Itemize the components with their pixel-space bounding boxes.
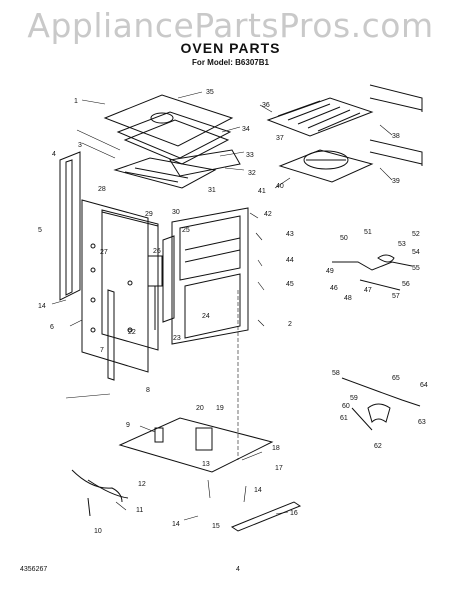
callout-50: 50 xyxy=(340,235,348,242)
callout-42: 42 xyxy=(264,211,272,218)
callout-48: 48 xyxy=(344,295,352,302)
bottom-base xyxy=(118,417,274,473)
callout-22: 22 xyxy=(128,329,136,336)
callout-64: 64 xyxy=(420,382,428,389)
callout-34: 34 xyxy=(242,126,250,133)
ignitor-detail-upper xyxy=(332,254,413,291)
callout-63: 63 xyxy=(418,419,426,426)
callout-31: 31 xyxy=(208,187,216,194)
callout-16: 16 xyxy=(290,510,298,517)
diagram-title: OVEN PARTS xyxy=(180,40,281,56)
callout-24: 24 xyxy=(202,313,210,320)
callout-28: 28 xyxy=(98,186,106,193)
callout-4: 4 xyxy=(52,151,56,158)
callout-30: 30 xyxy=(172,209,180,216)
callout-47: 47 xyxy=(364,287,372,294)
callout-19: 19 xyxy=(216,405,224,412)
callout-56: 56 xyxy=(402,281,410,288)
callout-23: 23 xyxy=(173,335,181,342)
callout-44: 44 xyxy=(286,257,294,264)
broiler-pan xyxy=(278,149,374,183)
callout-9: 9 xyxy=(126,422,130,429)
callout-18: 18 xyxy=(272,445,280,452)
callout-3: 3 xyxy=(78,142,82,149)
callout-11: 11 xyxy=(136,507,143,514)
callout-25: 25 xyxy=(182,227,190,234)
callout-36: 36 xyxy=(262,102,270,109)
callout-49: 49 xyxy=(326,268,334,275)
insulation-plate xyxy=(101,209,159,351)
callout-13: 13 xyxy=(202,461,210,468)
callout-26: 26 xyxy=(153,248,161,255)
callout-46: 46 xyxy=(330,285,338,292)
callout-29: 29 xyxy=(145,211,153,218)
oven-rack xyxy=(266,97,374,137)
cabinet-side-panel xyxy=(81,199,149,373)
callout-27: 27 xyxy=(100,249,108,256)
top-panel xyxy=(103,94,234,165)
callout-35: 35 xyxy=(206,89,214,96)
side-bracket xyxy=(107,289,115,381)
valve-assembly xyxy=(147,255,163,330)
callout-32: 32 xyxy=(248,170,256,177)
callout-38: 38 xyxy=(392,133,400,140)
page-number: 4 xyxy=(236,566,240,573)
callout-15: 15 xyxy=(212,523,220,530)
callout-8: 8 xyxy=(146,387,150,394)
callout-43: 43 xyxy=(286,231,294,238)
drawer-rail xyxy=(230,501,302,532)
document-number: 4356267 xyxy=(20,566,48,573)
watermark: AppliancePartsPros.com xyxy=(27,6,434,45)
callout-52: 52 xyxy=(412,231,420,238)
callout-10: 10 xyxy=(94,528,102,535)
callout-1: 1 xyxy=(74,98,78,105)
callout-51: 51 xyxy=(364,229,372,236)
callout-labels: 1 2 3 4 5 6 7 8 9 10 11 12 13 14 14 14 1… xyxy=(38,89,428,535)
vent-duct xyxy=(113,149,241,189)
callout-58: 58 xyxy=(332,370,340,377)
callout-33: 33 xyxy=(246,152,254,159)
callout-14c: 14 xyxy=(254,487,262,494)
callout-37: 37 xyxy=(276,135,284,142)
callout-7: 7 xyxy=(100,347,104,354)
callout-17: 17 xyxy=(275,465,283,472)
callout-40: 40 xyxy=(276,183,284,190)
callout-39: 39 xyxy=(392,178,400,185)
callout-45: 45 xyxy=(286,281,294,288)
callout-55: 55 xyxy=(412,265,420,272)
callout-62: 62 xyxy=(374,443,382,450)
callout-54: 54 xyxy=(412,249,420,256)
callout-41: 41 xyxy=(258,188,266,195)
power-cord xyxy=(71,469,129,517)
callout-60: 60 xyxy=(342,403,350,410)
callout-6: 6 xyxy=(50,324,54,331)
callout-65: 65 xyxy=(392,375,400,382)
ignitor-detail-lower xyxy=(341,377,421,431)
callout-59: 59 xyxy=(350,395,358,402)
callout-14a: 14 xyxy=(38,303,46,310)
callout-20: 20 xyxy=(196,405,204,412)
oven-side-wall xyxy=(59,151,81,301)
leader-lines xyxy=(51,91,393,521)
callout-57: 57 xyxy=(392,293,400,300)
model-subtitle: For Model: B6307B1 xyxy=(192,58,269,67)
callout-5: 5 xyxy=(38,227,42,234)
oven-liner xyxy=(162,207,249,345)
callout-12: 12 xyxy=(138,481,146,488)
callout-14b: 14 xyxy=(172,521,180,528)
callout-2: 2 xyxy=(288,321,292,328)
rack-supports xyxy=(369,84,423,166)
callout-61: 61 xyxy=(340,415,348,422)
callout-53: 53 xyxy=(398,241,406,248)
